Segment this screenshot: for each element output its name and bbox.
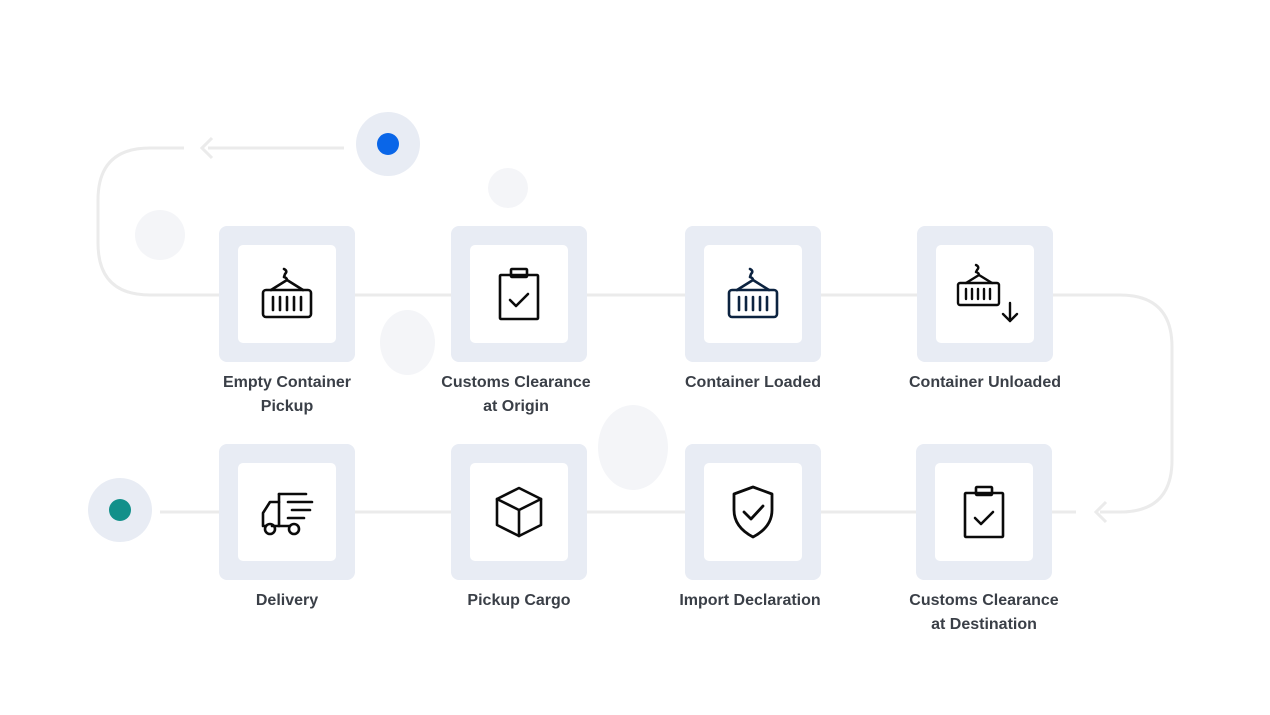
step-customs-clearance-origin (451, 226, 587, 362)
start-marker (356, 112, 420, 176)
step-empty-container-pickup (219, 226, 355, 362)
step-label: Pickup Cargo (467, 592, 571, 609)
end-marker (88, 478, 152, 542)
background-blob (135, 210, 185, 260)
background-blob (598, 405, 668, 490)
clipboard-check-icon (498, 267, 540, 321)
connector-left-loop (96, 146, 220, 297)
step-customs-clearance-destination (916, 444, 1052, 580)
connector-right-loop (1052, 293, 1174, 514)
start-dot (377, 133, 399, 155)
step-label: Empty Container Pickup (222, 374, 351, 415)
step-label: Delivery (255, 592, 319, 609)
background-blob (380, 310, 435, 375)
step-label: Container Unloaded (908, 374, 1061, 391)
step-import-declaration (685, 444, 821, 580)
shield-check-icon (732, 485, 774, 539)
container-hook-icon (727, 267, 779, 319)
container-unload-icon (956, 263, 1019, 323)
step-container-loaded (685, 226, 821, 362)
step-delivery (219, 444, 355, 580)
arrow-left-icon (199, 136, 214, 160)
arrow-left-icon (1093, 500, 1108, 524)
step-label: Customs Clearance at Origin (441, 374, 591, 415)
step-label: Customs Clearance at Destination (909, 592, 1059, 633)
step-label: Import Declaration (679, 592, 821, 609)
background-blob (488, 168, 528, 208)
step-container-unloaded (917, 226, 1053, 362)
step-pickup-cargo (451, 444, 587, 580)
delivery-truck-icon (261, 492, 314, 536)
container-hook-icon (261, 267, 313, 319)
box-icon (495, 486, 543, 538)
end-dot (109, 499, 131, 521)
step-label: Container Loaded (684, 374, 821, 391)
clipboard-check-icon (963, 485, 1005, 539)
